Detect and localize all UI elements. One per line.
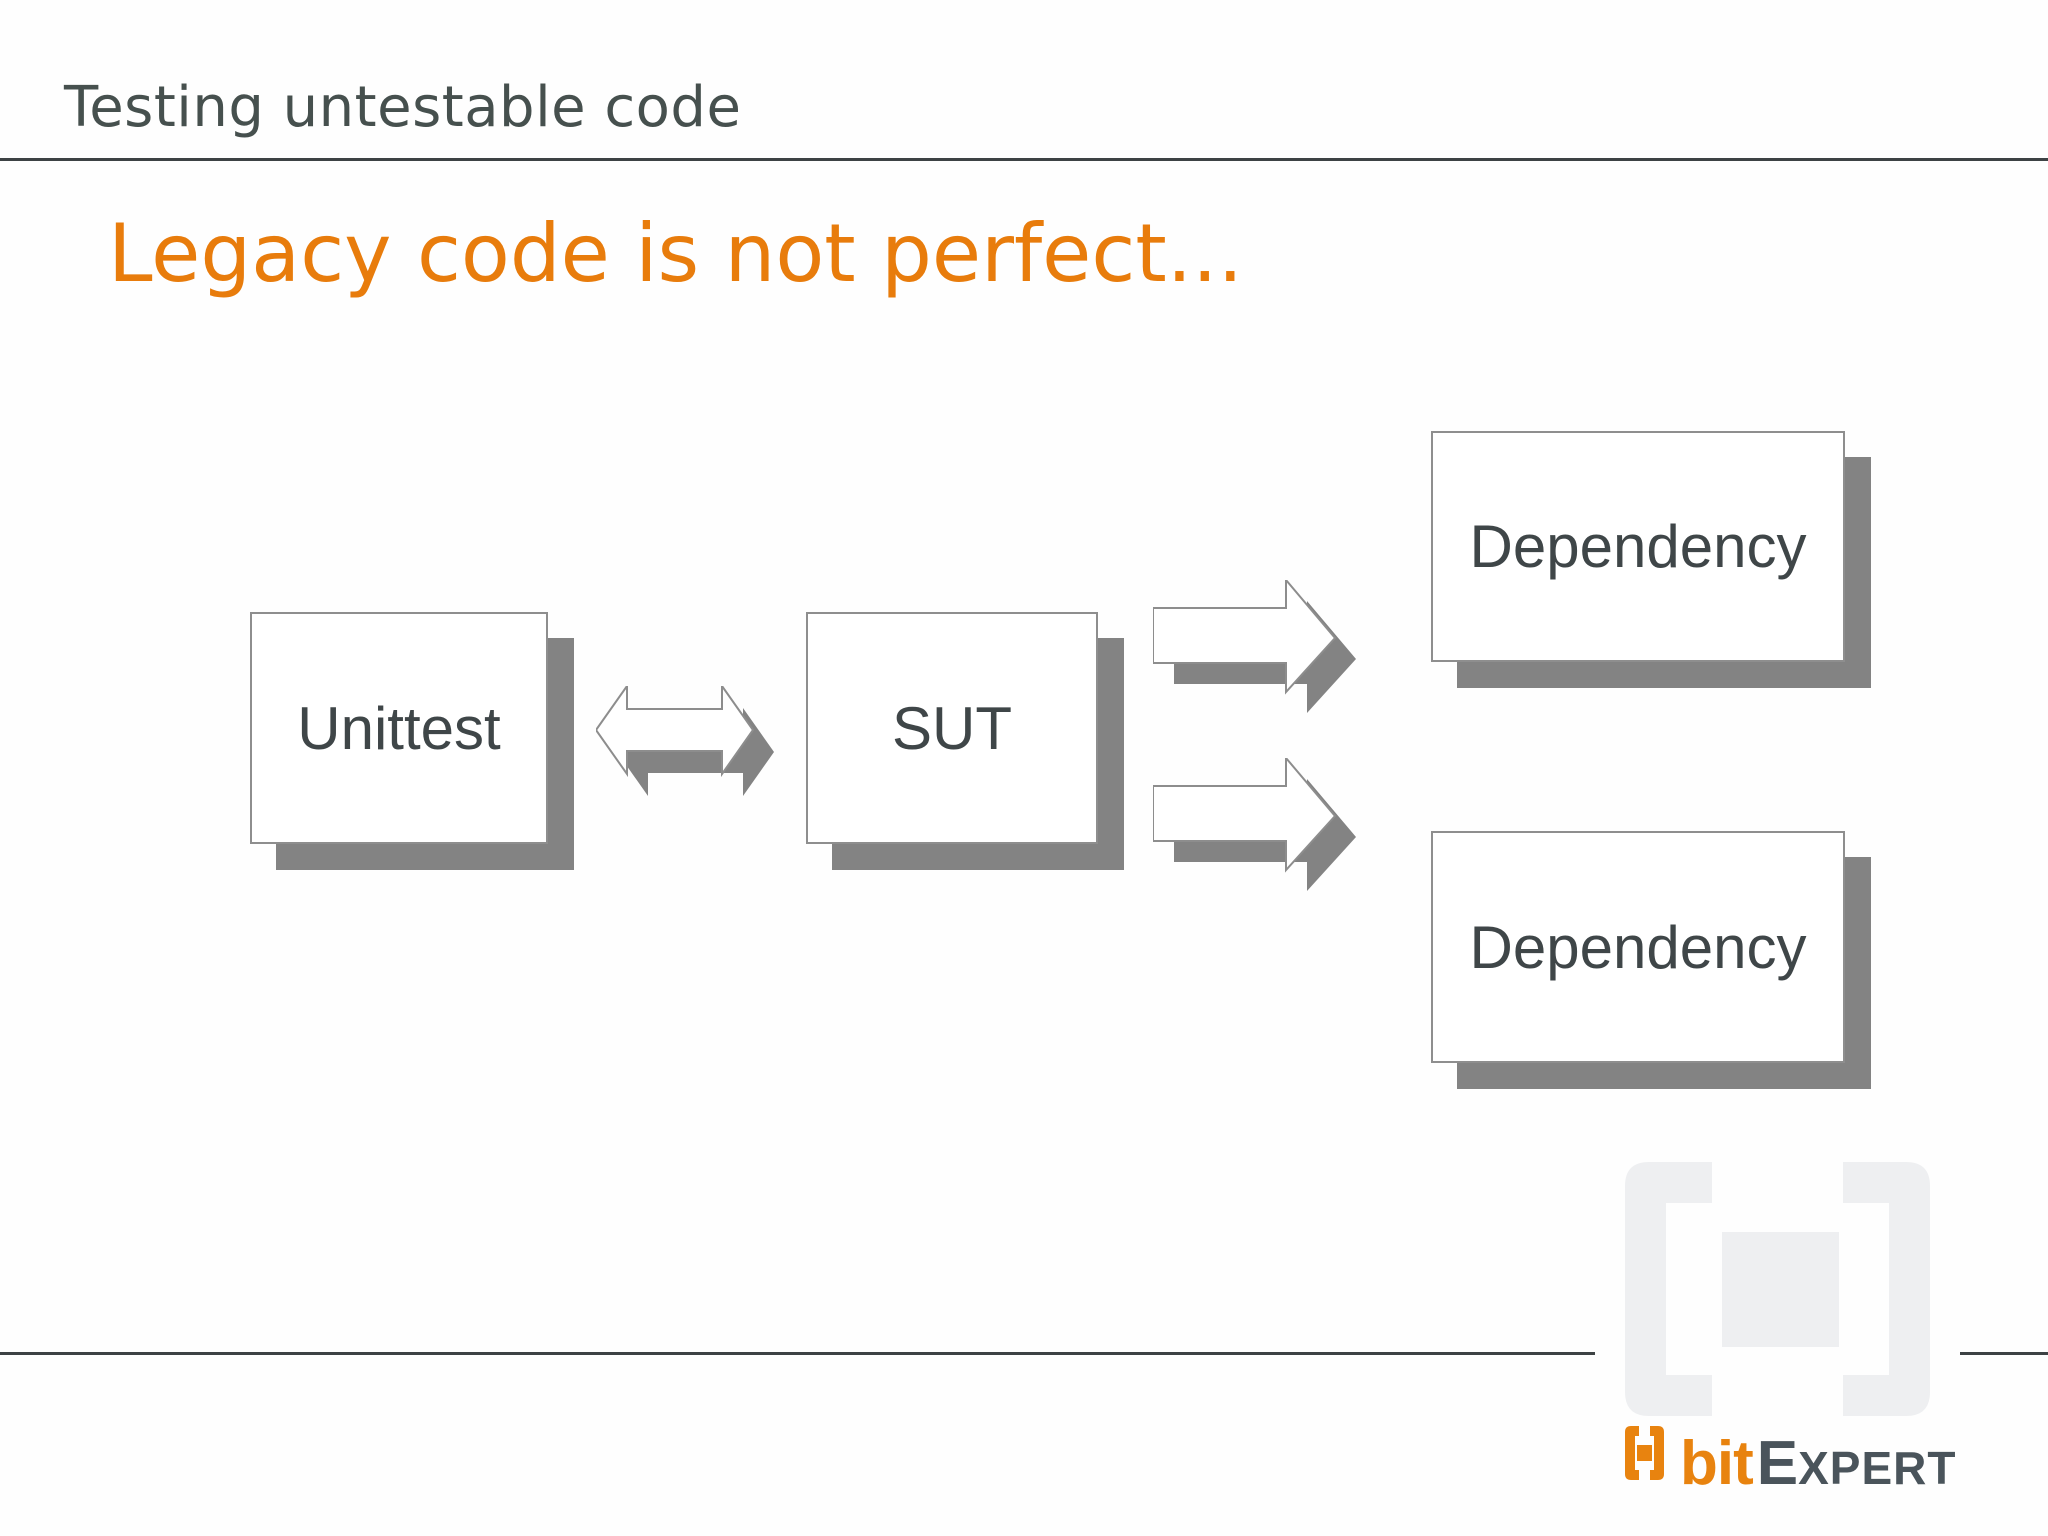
right-arrow-bottom-icon (1153, 758, 1356, 891)
box-dependency-top-label: Dependency (1469, 513, 1807, 580)
slide-title: Legacy code is not perfect... (108, 207, 1243, 300)
box-sut: SUT (806, 612, 1098, 844)
logo-text-expert-initial: E (1756, 1429, 1799, 1498)
bitexpert-logo-icon (1625, 1426, 1664, 1480)
bitexpert-watermark-icon (1625, 1162, 1930, 1416)
logo-text-expert-rest: XPERT (1798, 1442, 1957, 1494)
header-divider (0, 158, 2048, 161)
double-arrow-icon (596, 686, 774, 796)
box-unittest-label: Unittest (297, 694, 501, 762)
box-dependency-top: Dependency (1431, 431, 1845, 662)
bitexpert-logotype: bit E XPERT (1623, 1422, 1956, 1499)
box-unittest: Unittest (250, 612, 548, 844)
right-arrow-top-icon (1153, 580, 1356, 713)
logo-text-bit: bit (1680, 1429, 1754, 1498)
logo: bit E XPERT (1595, 1150, 1960, 1520)
box-sut-label: SUT (892, 694, 1012, 762)
footer-divider (0, 1352, 2048, 1355)
box-dependency-bottom-label: Dependency (1469, 913, 1807, 981)
slide-header: Testing untestable code (64, 75, 742, 140)
box-dependency-bottom: Dependency (1431, 831, 1845, 1063)
